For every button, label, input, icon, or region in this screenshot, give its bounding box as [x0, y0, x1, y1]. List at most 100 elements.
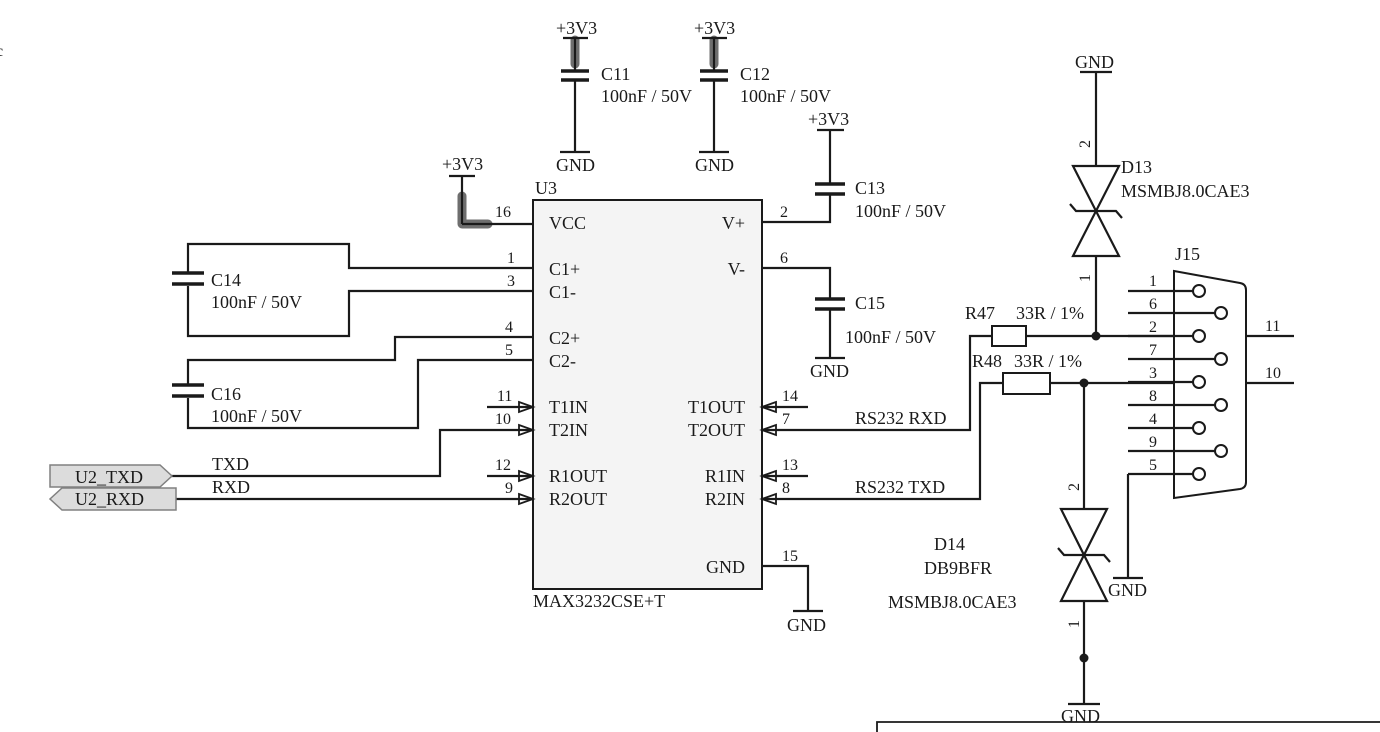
pin-number: 2 — [1077, 140, 1094, 148]
r47-value: 33R / 1% — [1016, 303, 1084, 323]
c15-value: 100nF / 50V — [845, 327, 936, 347]
u3-part: MAX3232CSE+T — [533, 591, 665, 611]
net-label-txd: TXD — [212, 454, 249, 474]
c11-value: 100nF / 50V — [601, 86, 692, 106]
capacitor-c12[interactable]: +3V3 GND C12 100nF / 50V — [694, 18, 831, 175]
pin-number: 4 — [1149, 411, 1157, 428]
port-u2-rxd[interactable]: U2_RXD — [48, 487, 177, 511]
j15-pin-circles — [1192, 284, 1228, 481]
vcc-net-highlight-u3 — [457, 191, 493, 229]
j15-pin-stubs — [1128, 289, 1217, 476]
capacitor-c13[interactable]: +3V3 C13 100nF / 50V — [762, 109, 946, 224]
pin-number: 5 — [505, 342, 513, 359]
power-label-3v3: +3V3 — [694, 18, 735, 38]
pin-number: 13 — [782, 457, 798, 474]
pin-number: 8 — [782, 480, 790, 497]
port-label: U2_TXD — [75, 467, 143, 487]
j15-ref: J15 — [1175, 244, 1200, 264]
pin-number: 16 — [495, 204, 511, 221]
pin-number: 1 — [1066, 620, 1083, 628]
power-label-3v3: +3V3 — [556, 18, 597, 38]
pin-number: 2 — [780, 204, 788, 221]
capacitor-c16[interactable]: C16 100nF / 50V — [172, 383, 302, 426]
c13-ref: C13 — [855, 178, 885, 198]
j15-pin-numbers: 1 6 2 7 3 8 4 9 5 — [1149, 273, 1157, 474]
c13-value: 100nF / 50V — [855, 201, 946, 221]
pin-number: 7 — [1149, 342, 1157, 359]
gnd-label: GND — [695, 155, 734, 175]
gnd-label: GND — [556, 155, 595, 175]
d14-ref: D14 — [934, 534, 965, 554]
connector-j15[interactable]: J15 DB9BFR 1 6 2 — [924, 244, 1294, 600]
net-label-rxd: RXD — [212, 477, 250, 497]
gnd-label: GND — [1075, 52, 1114, 72]
power-label-3v3: +3V3 — [808, 109, 849, 129]
pin-name-r2out: R2OUT — [549, 489, 607, 509]
pin-name-r1out: R1OUT — [549, 466, 607, 486]
pin-number: 11 — [497, 388, 512, 405]
pin-number: 1 — [1077, 274, 1094, 282]
c11-ref: C11 — [601, 64, 630, 84]
pin-number: 9 — [505, 480, 513, 497]
pin-number: 10 — [1265, 365, 1281, 382]
pin-name-c1m: C1- — [549, 282, 576, 302]
d13-ref: D13 — [1121, 157, 1152, 177]
c12-value: 100nF / 50V — [740, 86, 831, 106]
net-label-rs232-txd: RS232 TXD — [855, 477, 945, 497]
pin-name-c2m: C2- — [549, 351, 576, 371]
wires-left — [170, 242, 533, 501]
pin-number: 12 — [495, 457, 511, 474]
pin-name-r1in: R1IN — [705, 466, 745, 486]
d14-part: MSMBJ8.0CAE3 — [888, 592, 1017, 612]
pin-number: 4 — [505, 319, 513, 336]
pin-name-t2in: T2IN — [549, 420, 588, 440]
capacitor-c14[interactable]: C14 100nF / 50V — [172, 270, 302, 312]
pin-number: 6 — [1149, 296, 1157, 313]
pin-number: 11 — [1265, 318, 1280, 335]
gnd-label: GND — [810, 361, 849, 381]
pin-number: 9 — [1149, 434, 1157, 451]
j15-part: DB9BFR — [924, 558, 992, 578]
pin-number: 2 — [1066, 483, 1083, 491]
sheet-edge-mark: c — [0, 43, 3, 60]
pin-number: 8 — [1149, 388, 1157, 405]
power-label-3v3: +3V3 — [442, 154, 483, 174]
r47-ref: R47 — [965, 303, 995, 323]
pin-name-c2p: C2+ — [549, 328, 580, 348]
r48-value: 33R / 1% — [1014, 351, 1082, 371]
resistor-r47[interactable]: R47 33R / 1% — [965, 303, 1084, 347]
u3-ref: U3 — [535, 178, 557, 198]
c12-ref: C12 — [740, 64, 770, 84]
gnd-label: GND — [787, 615, 826, 635]
resistor-r48[interactable]: R48 33R / 1% — [972, 351, 1082, 395]
pin-number: 1 — [1149, 273, 1157, 290]
pin-name-t1out: T1OUT — [688, 397, 745, 417]
pin-number: 3 — [1149, 365, 1157, 382]
c14-ref: C14 — [211, 270, 241, 290]
pin-name-vcc: VCC — [549, 213, 586, 233]
pin-number: 6 — [780, 250, 788, 267]
d13-part: MSMBJ8.0CAE3 — [1121, 181, 1250, 201]
ic-u3[interactable]: U3 MAX3232CSE+T +3V3 16 VCC C1+ C1- C2+ … — [442, 154, 798, 611]
tvs-diode-d13[interactable]: GND 2 1 D13 MSMBJ8.0CAE3 — [1069, 52, 1250, 341]
pin-name-t1in: T1IN — [549, 397, 588, 417]
gnd-label: GND — [1061, 706, 1100, 726]
port-u2-txd[interactable]: U2_TXD — [49, 464, 174, 488]
capacitor-c15[interactable]: GND C15 100nF / 50V — [762, 266, 936, 381]
pin-name-r2in: R2IN — [705, 489, 745, 509]
tvs-diode-d14[interactable]: GND 2 1 D14 MSMBJ8.0CAE3 — [888, 378, 1111, 727]
pin-number: 5 — [1149, 457, 1157, 474]
c16-ref: C16 — [211, 384, 241, 404]
title-block-border — [876, 721, 1380, 732]
pin-number: 7 — [782, 411, 790, 428]
pin-number: 10 — [495, 411, 511, 428]
c14-value: 100nF / 50V — [211, 292, 302, 312]
port-label: U2_RXD — [75, 489, 144, 509]
capacitor-c11[interactable]: +3V3 GND C11 100nF / 50V — [556, 18, 692, 175]
pin-number: 1 — [507, 250, 515, 267]
pin-number: 2 — [1149, 319, 1157, 336]
gnd-label: GND — [1108, 580, 1147, 600]
pin-number: 3 — [507, 273, 515, 290]
pin-name-vplus: V+ — [722, 213, 745, 233]
